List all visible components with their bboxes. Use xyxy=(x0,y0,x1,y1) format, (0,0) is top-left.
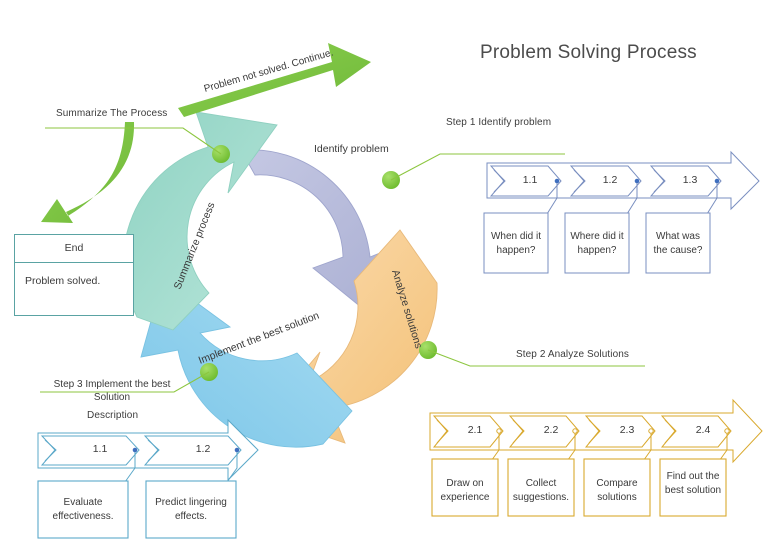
label-step3-line2: Solution xyxy=(93,392,131,403)
page-title: Problem Solving Process xyxy=(480,42,697,63)
wheel-segment-implement-solution[interactable] xyxy=(140,277,353,448)
step2-text-2: Collect suggestions. xyxy=(512,478,570,503)
step1-text-1: When did it happen? xyxy=(490,231,542,256)
wheel-label-identify-problem: Identify problem xyxy=(314,143,389,155)
wheel-label-implement-solution: Implement the best solution xyxy=(197,310,321,367)
step2-text-4: Find out the best solution xyxy=(664,471,722,496)
step1-notch-3 xyxy=(653,169,666,193)
step3-drop-1 xyxy=(124,450,136,483)
step2-number-1: 2.1 xyxy=(467,424,483,436)
step1-number-1: 1.1 xyxy=(522,174,538,186)
label-description: Description xyxy=(87,410,139,421)
wheel-dot-analyze[interactable] xyxy=(419,341,437,359)
wheel-dot-implement[interactable] xyxy=(200,363,218,381)
step1-text-2: Where did it happen? xyxy=(570,231,624,256)
label-step3-heading: Step 3 Implement the best Solution xyxy=(42,378,182,404)
step2-number-3: 2.3 xyxy=(619,424,635,436)
step2-notch-3 xyxy=(588,419,601,444)
end-box-body: Problem solved. xyxy=(25,275,101,287)
step3-notch-1 xyxy=(44,439,57,462)
step1-text-3: What was the cause? xyxy=(653,231,703,256)
wheel-label-summarize-process: Summarize process xyxy=(172,201,218,292)
label-summarize-the-process: Summarize The Process xyxy=(56,108,168,119)
connector-summarize xyxy=(45,127,222,155)
step3-text-2: Predict lingering effects. xyxy=(155,497,227,522)
step3-number-2: 1.2 xyxy=(195,443,211,455)
label-problem-not-solved: Problem not solved. Continue. xyxy=(203,47,335,95)
step1-notch-2 xyxy=(573,169,586,193)
step3-text-1: Evaluate effectiveness. xyxy=(52,497,114,522)
wheel-label-analyze-solutions: Analyze solutions xyxy=(389,268,424,350)
wheel-dot-summarize[interactable] xyxy=(212,145,230,163)
wheel-dot-identify[interactable] xyxy=(382,171,400,189)
step3-drop-2 xyxy=(226,450,238,483)
wheel-segment-summarize-process[interactable] xyxy=(123,111,278,331)
label-step3-line1: Step 3 Implement the best xyxy=(53,379,171,390)
step2-notch-2 xyxy=(512,419,525,444)
label-step1-heading: Step 1 Identify problem xyxy=(446,117,552,128)
arrow-summarize-to-end xyxy=(41,122,135,223)
step2-text-1: Draw on experience xyxy=(440,478,490,503)
wheel-segment-identify-problem[interactable] xyxy=(221,115,406,322)
step1-number-2: 1.2 xyxy=(602,174,618,186)
step2-number-4: 2.4 xyxy=(695,424,711,436)
end-box-header: End xyxy=(15,235,133,263)
arrow-problem-not-solved xyxy=(178,43,371,117)
step1-notch-1 xyxy=(493,169,506,193)
step3-notch-2 xyxy=(147,439,160,462)
step1-number-3: 1.3 xyxy=(682,174,698,186)
label-step2-heading: Step 2 Analyze Solutions xyxy=(516,349,630,360)
wheel-segment-labels: Identify problem Analyze solutions Imple… xyxy=(172,143,425,367)
end-box[interactable]: End Problem solved. xyxy=(14,234,134,316)
step2-text-3: Compare solutions xyxy=(596,478,638,503)
step2-notch-1 xyxy=(436,419,449,444)
wheel-segment-analyze-solutions[interactable] xyxy=(265,229,438,444)
step2-number-2: 2.2 xyxy=(543,424,559,436)
step2-notch-4 xyxy=(664,419,677,444)
step3-number-1: 1.1 xyxy=(92,443,108,455)
